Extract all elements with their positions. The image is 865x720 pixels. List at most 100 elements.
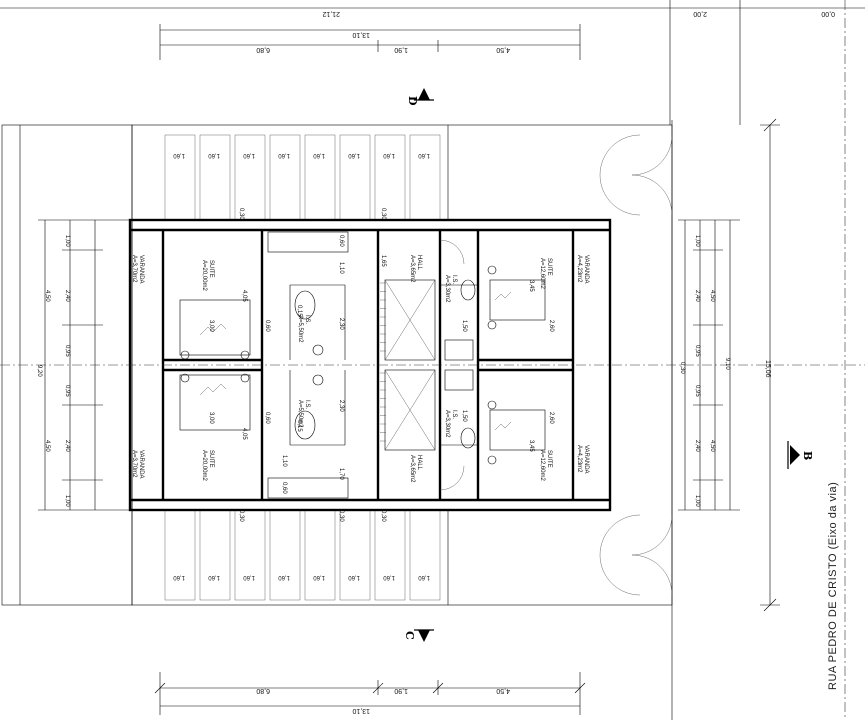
room-suite-right-bottom: SUITE A=12,60m2 [539, 450, 552, 482]
parking-slot-label: 1,60 [383, 152, 395, 158]
room-labels: SUITE A=20,00m2 SUITE A=20,00m2 VARANDA … [131, 255, 589, 483]
room-ws-top: I.S. A=5,50m2 [297, 315, 310, 343]
parking-slot [339, 134, 371, 221]
left-dim-label: 0,95 [64, 345, 70, 357]
parking-slot-label: 1,60 [173, 574, 185, 580]
dim-right-b-top: 0,00 [821, 10, 835, 17]
dim-subtotal-top: 13,10 [352, 31, 370, 38]
right-dim-label: 2,40 [694, 440, 700, 452]
bottom-dimension-lines: 6,80 1,90 4,50 13,10 [154, 672, 586, 715]
parking-slot-label: 1,60 [208, 152, 220, 158]
dim-total-top: 21,12 [322, 10, 340, 17]
left-dim-label: 4,50 [44, 440, 50, 452]
dim-030-b: 0,30 [380, 208, 386, 220]
furniture [179, 265, 546, 465]
dim-260-b: 2,60 [548, 412, 554, 424]
dim-015-a: 0,15 [296, 305, 302, 317]
dim-mid-top: 1,90 [394, 46, 408, 53]
parking-slot [409, 509, 441, 601]
dim-260-a: 2,60 [548, 320, 554, 332]
parking-slot [304, 509, 336, 601]
right-dim-label: 2,40 [694, 290, 700, 302]
parking-slot-label: 1,60 [348, 574, 360, 580]
parking-slot [339, 509, 371, 601]
dim-300-a: 3,00 [208, 320, 214, 332]
parking-slot [409, 134, 441, 221]
parking-slot [199, 134, 231, 221]
dim-mid-bottom: 1,90 [394, 687, 408, 694]
dim-110-a: 1,10 [338, 262, 344, 274]
right-dim-label: 9,10 [724, 358, 730, 370]
room-suite-left-bottom: SUITE A=20,00m2 [201, 450, 214, 482]
dim-right-bottom: 4,50 [496, 687, 510, 694]
room-ws-bottom: I.S. A=5,50m2 [297, 400, 310, 428]
parking-slot [304, 134, 336, 221]
parking-slot-label: 1,60 [173, 152, 185, 158]
room-hall-bottom: HALL A=3,65m2 [409, 455, 422, 483]
overall-dimension: 15,06 [760, 118, 780, 612]
left-dim-label: 2,40 [64, 440, 70, 452]
room-hall-top: HALL A=3,65m2 [409, 255, 422, 283]
right-dim-label: 1,00 [694, 495, 700, 507]
parking-slot-label: 1,60 [243, 574, 255, 580]
street-label-group: RUA PEDRO DE CRISTO (Eixo da via) [827, 0, 846, 720]
stairs [380, 282, 386, 442]
dim-total-bottom: 13,10 [352, 707, 370, 714]
parking-slot-label: 1,60 [418, 152, 430, 158]
dim-060-d: 0,60 [264, 412, 270, 424]
left-dim-label: 2,40 [64, 290, 70, 302]
room-suite-left-top: SUITE A=20,00m2 [201, 260, 214, 292]
room-varanda-right-top: VARANDA A=4,23m2 [576, 255, 589, 285]
left-dim-label: 4,50 [44, 290, 50, 302]
dim-left-bottom: 6,80 [256, 687, 270, 694]
dim-150-a: 1,50 [461, 320, 467, 332]
parking-slot-label: 1,60 [313, 574, 325, 580]
dim-300-b: 3,00 [208, 412, 214, 424]
door-swings [439, 134, 673, 596]
parking-slot-label: 1,60 [278, 574, 290, 580]
parking-slot-label: 1,60 [208, 574, 220, 580]
left-dimension-lines: 1,002,404,500,959,200,952,404,501,00 [36, 219, 130, 511]
parking-slot [269, 509, 301, 601]
dim-left-top: 6,80 [256, 46, 270, 53]
room-is-right-top: I.S. A=3,30m2 [444, 275, 457, 303]
section-c-marker: C [403, 629, 434, 642]
dim-405-a: 4,05 [241, 290, 247, 302]
dim-405-b: 4,05 [241, 428, 247, 440]
parking-slot [164, 509, 196, 601]
dim-060-c: 0,60 [264, 320, 270, 332]
parking-slot [374, 509, 406, 601]
street-label: RUA PEDRO DE CRISTO (Eixo da via) [827, 482, 839, 690]
parking-slot-label: 1,60 [313, 152, 325, 158]
right-dim-label: 0,95 [694, 345, 700, 357]
top-dimension-lines: 21,12 13,10 6,80 1,90 4,50 2,00 0,00 [0, 0, 865, 125]
room-varanda-left-bottom: VARANDA A=3,70m2 [131, 450, 144, 480]
dim-230-b: 2,30 [338, 400, 344, 412]
dim-overall: 15,06 [764, 360, 771, 378]
section-b-marker: B [787, 441, 814, 469]
dim-030-d: 0,30 [338, 510, 344, 522]
right-dim-label: 0,30 [679, 362, 685, 374]
parking-slot [374, 134, 406, 221]
right-dim-label: 1,00 [694, 235, 700, 247]
room-varanda-left-top: VARANDA A=3,70m2 [131, 255, 144, 285]
dim-030-c: 0,30 [238, 510, 244, 522]
parking-slot-label: 1,60 [418, 574, 430, 580]
section-b-label: B [801, 451, 814, 460]
room-is-right-bottom: I.S. A=3,30m2 [444, 410, 457, 438]
parking-slot [199, 509, 231, 601]
dim-150-b: 1,50 [461, 410, 467, 422]
inner-dimensions: 0,30 0,30 0,30 0,30 0,30 0,60 0,60 1,10 … [208, 208, 554, 522]
parking-slot-label: 1,60 [278, 152, 290, 158]
site-outline [1, 120, 673, 720]
left-dim-label: 1,00 [64, 235, 70, 247]
section-d-marker: D [406, 88, 434, 106]
dim-right-a-top: 2,00 [693, 10, 707, 17]
parking-slot [269, 134, 301, 221]
section-d-label: D [406, 96, 419, 106]
dim-right-top: 4,50 [496, 46, 510, 53]
left-dim-label: 0,95 [64, 385, 70, 397]
